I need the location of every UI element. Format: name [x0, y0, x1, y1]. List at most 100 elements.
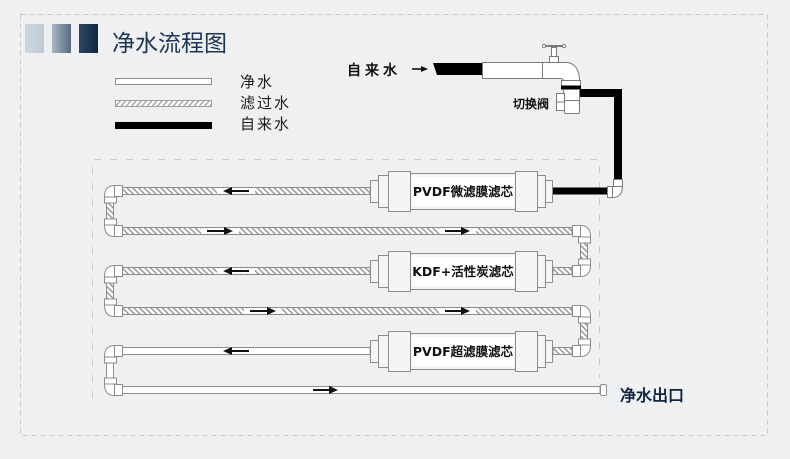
cartridge-end-cap	[545, 260, 553, 283]
pipe-u-bend-right	[572, 304, 592, 358]
filter-cartridge-label: PVDF微滤膜滤芯	[413, 184, 514, 199]
faucet-inlet-sleeve	[482, 62, 543, 79]
cartridge-label-background	[412, 337, 514, 366]
cartridge-label-background	[412, 177, 514, 206]
pipe-sleeve	[104, 196, 117, 204]
accent-square-mid	[52, 24, 71, 53]
pipe-sleeve	[114, 384, 123, 396]
pipe-elbow-tap-inlet	[607, 179, 624, 198]
filter-cartridge: PVDF超滤膜滤芯	[370, 331, 553, 372]
cartridge-label-background	[412, 257, 514, 286]
pipe-elbow	[103, 344, 117, 358]
pipe-sleeve	[578, 338, 591, 346]
cartridge-end-cap	[545, 340, 553, 363]
arrow-right-icon	[201, 227, 239, 235]
arrow-head	[267, 307, 276, 315]
filter-cartridge: PVDF微滤膜滤芯	[370, 171, 553, 212]
legend-swatch-filtered-water	[115, 100, 212, 107]
pipe-sleeve	[104, 356, 117, 364]
arrow-head	[224, 227, 233, 235]
clean-water-pipe	[121, 386, 601, 394]
pipe-u-bend-right	[572, 224, 592, 278]
arrow-head	[329, 386, 338, 394]
tap-water-pipe-to-filter	[580, 89, 622, 181]
cartridge-end-cap	[515, 171, 538, 212]
filter-piping: PVDF微滤膜滤芯 KDF+活性炭滤芯 PVDF超滤膜滤芯	[103, 171, 607, 397]
cartridge-end-cap	[388, 171, 411, 212]
arrow-left-icon	[217, 187, 255, 195]
filtered-water-pipe	[552, 267, 573, 275]
pipe-sleeve	[578, 258, 591, 266]
cartridge-end-cap	[537, 335, 546, 368]
arrow-right-icon	[307, 386, 344, 394]
pipe-sleeve	[104, 298, 117, 306]
pipe-sleeve	[104, 218, 117, 226]
pipe-sleeve	[572, 345, 581, 357]
filter-unit-boundary	[92, 159, 600, 398]
filter-cartridge-label: PVDF超滤膜滤芯	[413, 344, 514, 359]
arrow-head	[223, 187, 232, 195]
arrow-right-icon	[412, 66, 428, 72]
title-accent-squares	[25, 24, 98, 53]
arrow-head	[223, 347, 232, 355]
pipe-elbow	[578, 304, 592, 318]
filtered-water-pipe	[121, 307, 573, 315]
pipe-sleeve	[114, 225, 123, 237]
cartridge-end-cap	[378, 175, 389, 208]
cartridge-end-cap	[388, 251, 411, 292]
legend-swatch-tap-water	[115, 122, 212, 129]
filtered-water-pipe-vertical	[106, 202, 114, 220]
switch-valve-icon	[556, 89, 580, 114]
cartridge-end-cap	[515, 251, 538, 292]
faucet-icon	[541, 43, 581, 90]
outer-frame	[20, 14, 768, 436]
clean-water-outlet-cap	[600, 384, 607, 396]
pipe-u-bend-left	[103, 184, 123, 238]
filtered-water-pipe	[121, 227, 573, 235]
cartridge-end-cap	[388, 331, 411, 372]
pipe-elbow	[578, 224, 592, 238]
filtered-water-pipe	[552, 347, 573, 355]
accent-square-dark	[79, 24, 98, 53]
arrow-left-icon	[217, 347, 255, 355]
pipe-sleeve	[114, 345, 123, 357]
pipe-sleeve	[114, 265, 123, 277]
filtered-water-pipe-vertical	[106, 282, 114, 300]
arrow-head	[461, 227, 470, 235]
cartridge-end-cap	[370, 340, 379, 363]
pipe-elbow	[103, 264, 117, 278]
pipe-sleeve	[572, 265, 581, 277]
cartridge-end-cap	[537, 255, 546, 288]
pipe-sleeve	[572, 225, 581, 237]
filtered-water-pipe-vertical	[580, 322, 588, 340]
legend: 净水 滤过水 自来水	[115, 73, 291, 133]
legend-label-filtered-water: 滤过水	[240, 94, 291, 112]
cartridge-end-cap	[545, 180, 553, 203]
cartridge-end-cap	[378, 255, 389, 288]
pipe-sleeve	[578, 316, 591, 324]
pipe-sleeve	[572, 305, 581, 317]
pipe-u-bend-left	[103, 344, 123, 397]
arrow-right-icon	[439, 307, 476, 315]
arrow-head	[223, 267, 232, 275]
cartridge-end-cap	[370, 180, 379, 203]
page-title: 净水流程图	[112, 31, 227, 57]
legend-swatch-clean-water	[115, 78, 212, 85]
arrow-right-icon	[439, 227, 476, 235]
filter-cartridge: KDF+活性炭滤芯	[370, 251, 553, 292]
tap-water-inlet-label: 自来水	[347, 62, 401, 79]
pipe-sleeve	[104, 377, 117, 385]
legend-label-clean-water: 净水	[240, 73, 274, 91]
clean-water-pipe-vertical	[106, 362, 114, 379]
cartridge-end-cap	[537, 175, 546, 208]
pipe-elbow	[103, 184, 117, 198]
pipe-sleeve	[114, 305, 123, 317]
pipe-sleeve	[578, 236, 591, 244]
arrow-right-icon	[244, 307, 282, 315]
switch-valve-label: 切换阀	[513, 96, 549, 111]
arrow-left-icon	[217, 267, 255, 275]
tap-water-pipe-to-filter-horizontal	[553, 187, 609, 195]
cartridge-end-cap	[515, 331, 538, 372]
filtered-water-pipe-vertical	[580, 242, 588, 260]
